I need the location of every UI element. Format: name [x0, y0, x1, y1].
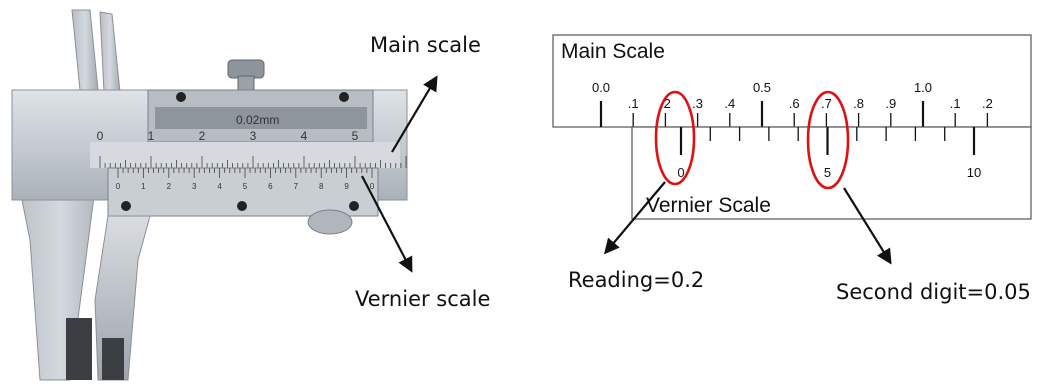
- reading-label: Reading=0.2: [568, 268, 704, 292]
- vernier-scale-title: Vernier Scale: [646, 194, 771, 217]
- main-scale-tick-label: .2: [982, 96, 993, 111]
- photo-vernier-number: 0: [116, 182, 121, 191]
- photo-vernier-number: 9: [344, 182, 349, 191]
- main-scale-tick-label: .7: [821, 96, 832, 111]
- scale-schematic: Main Scale 0.0.1.2.3.40.5.6.7.8.91.0.1.2…: [553, 35, 1031, 304]
- photo-vernier-number: 2: [167, 182, 172, 191]
- photo-vernier-number: 4: [217, 182, 222, 191]
- photo-main-number: 1: [148, 129, 155, 143]
- thumb-screw-icon: [228, 60, 264, 78]
- photo-vernier-number: 6: [268, 182, 273, 191]
- vernier-scale-label: Vernier scale: [355, 287, 490, 311]
- caliper-photo: 0.02mm 0 1 2 3 4 5 0 1 2 3 4 5 6 7 8 9 0: [12, 10, 407, 380]
- photo-vernier-number: 0: [370, 182, 375, 191]
- photo-main-number: 5: [352, 129, 359, 143]
- second-digit-label: Second digit=0.05: [836, 280, 1031, 304]
- upper-movable-jaw: [100, 12, 120, 92]
- main-scale-tick-label: .1: [628, 96, 639, 111]
- main-scale-label: Main scale: [370, 33, 481, 57]
- least-count-engraving: 0.02mm: [236, 113, 279, 127]
- photo-vernier-number: 3: [192, 182, 197, 191]
- screw-icon: [237, 201, 247, 211]
- photo-vernier-number: 7: [294, 182, 299, 191]
- main-scale-tick-label: .6: [789, 96, 800, 111]
- main-scale-tick-label: 1.0: [914, 80, 932, 95]
- main-scale-tick-label: 0.5: [753, 80, 771, 95]
- screw-icon: [176, 92, 186, 102]
- photo-main-number: 2: [199, 129, 206, 143]
- vernier-scale-tick-label: 10: [967, 165, 981, 180]
- photo-vernier-number: 5: [243, 182, 248, 191]
- main-scale-title: Main Scale: [561, 40, 665, 63]
- main-scale-tick-label: .1: [950, 96, 961, 111]
- main-scale-tick-label: 0.0: [592, 80, 610, 95]
- screw-icon: [339, 92, 349, 102]
- main-scale-tick-label: .9: [885, 96, 896, 111]
- main-scale-tick-label: .4: [724, 96, 735, 111]
- main-scale-tick-label: .8: [853, 96, 864, 111]
- upper-fixed-jaw: [72, 10, 98, 90]
- screw-icon: [121, 201, 131, 211]
- photo-main-number: 0: [97, 129, 104, 143]
- vernier-scale-tick-label: 5: [824, 165, 831, 180]
- photo-main-number: 4: [301, 129, 308, 143]
- screw-icon: [349, 201, 359, 211]
- main-scale-tick-label: .3: [692, 96, 703, 111]
- photo-vernier-number: 8: [319, 182, 324, 191]
- photo-main-number: 3: [250, 129, 257, 143]
- photo-vernier-number: 1: [141, 182, 146, 191]
